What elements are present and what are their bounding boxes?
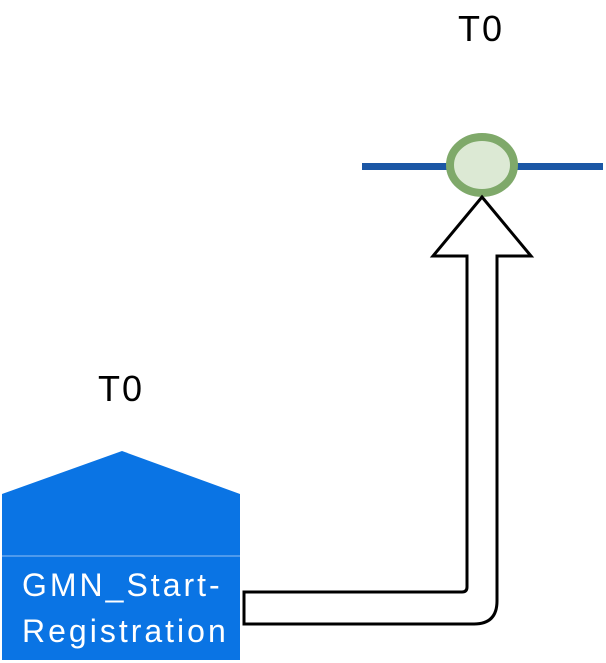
- task-name-line-2: Registration: [22, 613, 229, 649]
- task-timer-label: T0: [97, 368, 144, 409]
- event-circle[interactable]: [446, 133, 518, 197]
- task-name-line-1: GMN_Start-: [22, 567, 223, 603]
- event-timer-label: T0: [457, 8, 504, 49]
- connector-arrow[interactable]: [242, 194, 535, 626]
- task-name: GMN_Start- Registration: [22, 562, 229, 654]
- task-shape[interactable]: [2, 451, 240, 660]
